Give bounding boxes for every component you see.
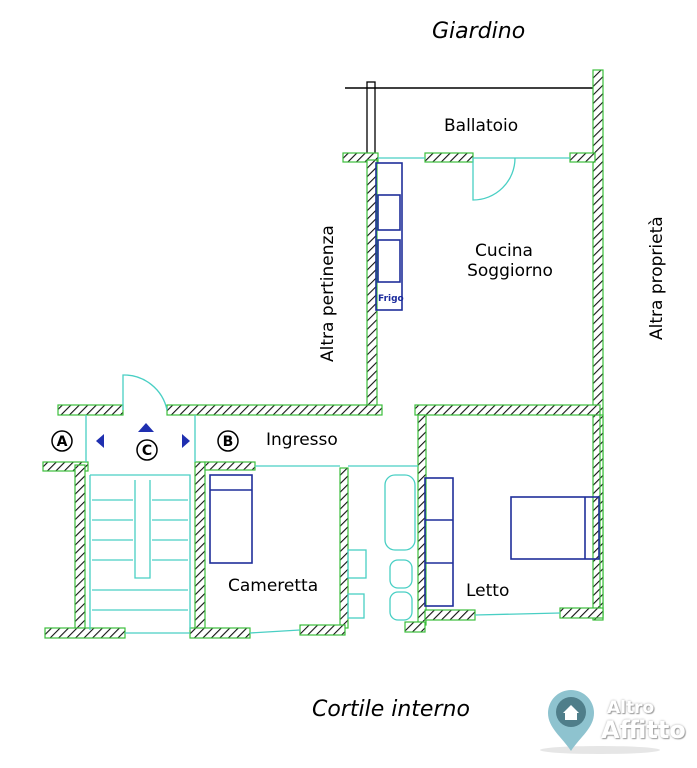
arrow-right-icon <box>182 434 190 448</box>
house-icon <box>563 705 579 720</box>
logo: Altro Affitto <box>545 688 695 758</box>
arrow-up-icon <box>138 423 154 432</box>
logo-pin-icon <box>540 690 660 754</box>
fridge-label: Frigo <box>378 294 404 304</box>
garden-label: Giardino <box>432 19 525 44</box>
furniture <box>209 162 600 607</box>
marker-a: A <box>57 434 68 450</box>
other-annex-label: Altra pertinenza <box>318 225 338 362</box>
walls <box>42 69 604 639</box>
living-label: Soggiorno <box>467 261 553 281</box>
arrow-left-icon <box>96 434 104 448</box>
small-bedroom-label: Cameretta <box>228 576 318 596</box>
marker-b: B <box>223 434 234 450</box>
logo-line2: Affitto <box>601 716 686 744</box>
other-property-label: Altra proprietà <box>647 216 667 340</box>
section-markers: A C B <box>51 430 239 461</box>
bedroom-label: Letto <box>466 581 509 601</box>
logo-line1: Altro <box>607 698 655 718</box>
balcony-label: Ballatoio <box>444 116 518 136</box>
direction-arrows <box>96 423 190 448</box>
courtyard-label: Cortile interno <box>312 697 470 722</box>
kitchen-label: Cucina <box>475 241 533 261</box>
entrance-label: Ingresso <box>266 430 338 450</box>
marker-c: C <box>142 443 152 459</box>
fixtures <box>85 157 570 634</box>
